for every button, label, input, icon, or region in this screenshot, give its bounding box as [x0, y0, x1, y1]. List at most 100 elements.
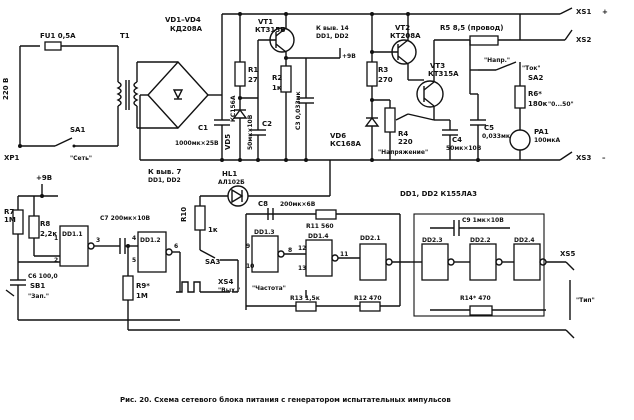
regulator — [364, 7, 573, 162]
r5-label: R5 8,5 (провод) — [440, 24, 503, 32]
r2-label: R2 — [272, 74, 282, 82]
c7-label: C7 200мк×10В — [100, 215, 151, 222]
resistor-r9 — [122, 275, 134, 301]
dd2-3-label: DD2.3 — [422, 237, 443, 244]
pa1-label: PA1 — [534, 128, 549, 136]
vd1-label: VD1–VD4 — [165, 16, 201, 24]
xs5-label: XS5 — [560, 250, 575, 258]
pa1-scale: "0...50" — [548, 101, 574, 108]
vt2-label: VT2 — [395, 24, 410, 32]
hl1-label: HL1 — [222, 170, 237, 178]
sa2-note: "Напр." — [484, 57, 510, 64]
c6-label: C6 100,0 — [28, 273, 58, 280]
pin-3: 3 — [96, 237, 100, 244]
fuse-fu1 — [44, 41, 62, 51]
c4-label: C4 — [452, 136, 462, 144]
pin-5: 5 — [132, 257, 136, 264]
hl1-type: АЛ102Б — [218, 179, 245, 186]
xs3-label: XS3 — [576, 154, 591, 162]
sa2-label: SA2 — [528, 74, 543, 82]
to-pin7-chips: DD1, DD2 — [148, 177, 181, 184]
resistor-r5 — [469, 35, 499, 46]
minus-sign: – — [602, 154, 606, 162]
transformer-secondary — [133, 81, 139, 107]
dd2-4-label: DD2.4 — [514, 237, 535, 244]
gate-dd2-1 — [359, 243, 387, 281]
zener-vd6 — [364, 116, 380, 127]
switch-sa2 — [495, 61, 517, 71]
to-pin7-label: К выв. 7 — [148, 168, 181, 176]
t1-label: T1 — [120, 32, 130, 40]
r13-label: R13 1,5к — [290, 295, 320, 302]
mains-input — [18, 41, 178, 148]
pin-11: 11 — [340, 251, 348, 258]
vd5-label: VD5 — [224, 134, 232, 150]
pin-6: 6 — [174, 243, 178, 250]
xs4-label: XS4 — [218, 278, 233, 286]
vt3-label: VT3 — [430, 62, 445, 70]
resistor-r6 — [514, 85, 526, 109]
resistor-r2 — [280, 65, 292, 93]
c8-value: 200мк×6В — [280, 201, 316, 208]
plus9-gen-label: +9В — [36, 174, 52, 182]
r10-value: 1к — [208, 226, 218, 234]
r8-value: 2,2к — [40, 230, 57, 238]
freq-label: "Частота" — [252, 285, 286, 292]
resistor-r11 — [315, 209, 337, 220]
plus-sign: + — [602, 8, 608, 16]
sa2-note2: "Ток" — [522, 65, 541, 72]
c5-label: C5 — [484, 124, 494, 132]
r4-value: 220 — [398, 138, 413, 146]
vt2-type: КТ208А — [390, 32, 421, 40]
xp1-label: XP1 — [4, 154, 20, 162]
pin-8: 8 — [288, 247, 292, 254]
pin-1: 1 — [54, 235, 58, 242]
dd1-2-label: DD1.2 — [140, 237, 161, 244]
pulse-generator — [5, 160, 575, 339]
pin-12: 12 — [298, 245, 306, 252]
sa3-label: SA3 — [205, 258, 220, 266]
pulse-waveform-icon — [176, 281, 201, 293]
r7-value: 1М — [4, 216, 16, 224]
sb1-label: SB1 — [30, 282, 45, 290]
chip-types-label: DD1, DD2 К155ЛА3 — [400, 190, 477, 198]
xs4-note: "Вых." — [218, 287, 240, 294]
to-pin14-label: К выв. 14 — [316, 25, 349, 32]
dd2-2-label: DD2.2 — [470, 237, 491, 244]
r4-note: "Напряжение" — [378, 149, 428, 156]
vt1-label: VT1 — [258, 18, 273, 26]
r14-label: R14* 470 — [460, 295, 491, 302]
r7-label: R7 — [4, 208, 14, 216]
pa1-value: 100мкА — [534, 137, 561, 144]
gate-dd2-2 — [421, 243, 449, 281]
voltage-label: 220 В — [2, 78, 10, 100]
dd1-3-label: DD1.3 — [254, 229, 275, 236]
r8-label: R8 — [40, 220, 50, 228]
switch-sa1 — [54, 137, 73, 147]
r10-label: R10 — [180, 207, 188, 222]
sa1-label: SA1 — [70, 126, 85, 134]
vt3-type: КТ315А — [428, 70, 459, 78]
c5-value: 0,033мк — [482, 133, 510, 140]
r6-value: 180к — [528, 100, 548, 108]
dd1-4-label: DD1.4 — [308, 233, 329, 240]
plus9-label: +9В — [342, 53, 356, 60]
dd1-1-label: DD1.1 — [62, 231, 83, 238]
vd1-type: КД208А — [170, 25, 203, 33]
diode-bridge — [147, 60, 209, 130]
pin-13: 13 — [298, 265, 306, 272]
resistor-r10 — [194, 205, 206, 231]
figure-caption: Рис. 20. Схема сетевого блока питания с … — [120, 396, 451, 404]
pin-9: 9 — [246, 243, 250, 250]
gate-dd1-3 — [251, 235, 279, 273]
resistor-r8 — [28, 215, 40, 239]
resistor-r14 — [469, 305, 493, 316]
vt1-type: КТ315Б — [255, 26, 285, 34]
resistor-r4 — [384, 107, 396, 133]
r11-label: R11 560 — [306, 223, 334, 230]
transistor-vt3 — [416, 80, 444, 108]
dd2-1-label: DD2.1 — [360, 235, 381, 242]
pin-10: 10 — [246, 263, 254, 270]
fu1-label: FU1 0,5А — [40, 32, 76, 40]
